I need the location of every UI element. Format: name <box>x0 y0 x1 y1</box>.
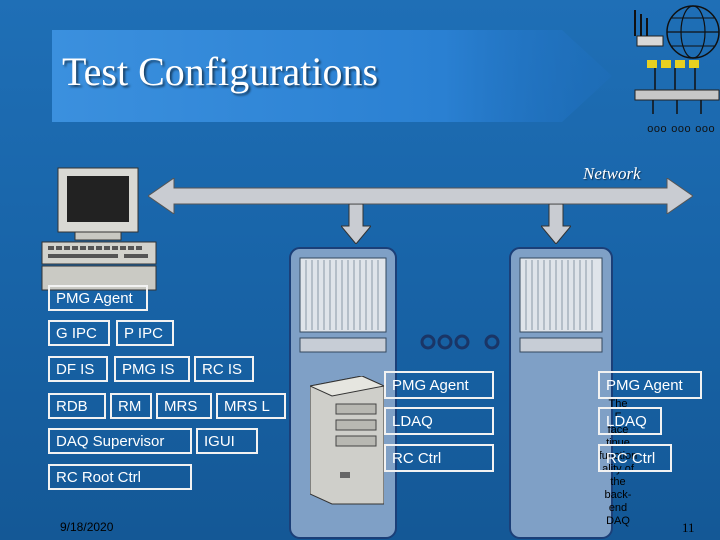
title-banner <box>52 30 612 122</box>
workstation-computer-icon <box>41 167 157 291</box>
df-is-box: DF IS <box>48 356 108 382</box>
slide-date: 9/18/2020 <box>60 520 114 534</box>
network-label: Network <box>583 164 641 183</box>
crate-1-ldaq-box: LDAQ <box>384 407 494 435</box>
crate-2-ldaq-box: LDAQ <box>598 407 662 435</box>
ellipsis-dots-icon <box>420 334 500 350</box>
down-arrow-crate-1 <box>341 204 371 244</box>
g-ipc-box: G IPC <box>48 320 110 346</box>
description-line: F <box>614 411 622 423</box>
network-switch-icon: ooo ooo ooo <box>634 5 720 136</box>
description-line: ality of <box>602 463 634 475</box>
slide-title: Test Configurations <box>62 49 379 94</box>
description-line: end <box>608 502 628 514</box>
description-line: tinue <box>606 437 630 449</box>
description-line: function <box>598 450 638 462</box>
crate-2-rc-ctrl-box: RC Ctrl <box>598 444 672 472</box>
pmg-agent-box: PMG Agent <box>48 285 148 311</box>
network-arrow <box>148 178 693 214</box>
pc-tower-icon <box>310 376 384 505</box>
rdb-box: RDB <box>48 393 106 419</box>
description-line: DAQ <box>606 515 630 527</box>
rc-is-box: RC IS <box>194 356 254 382</box>
description-line: the <box>610 476 626 488</box>
crate-1-rc-ctrl-box: RC Ctrl <box>384 444 494 472</box>
crate-2-pmg-agent-box: PMG Agent <box>598 371 702 399</box>
description-line: back- <box>604 489 632 501</box>
igui-box: IGUI <box>196 428 258 454</box>
daq-supervisor-box: DAQ Supervisor <box>48 428 192 454</box>
down-arrow-crate-2 <box>541 204 571 244</box>
vme-crate-2-icon <box>509 247 613 539</box>
crate-1-pmg-agent-box: PMG Agent <box>384 371 494 399</box>
mrs-box: MRS <box>156 393 212 419</box>
mrs-l-box: MRS L <box>216 393 286 419</box>
page-number: 11 <box>682 520 695 535</box>
svg-text:ooo: ooo <box>695 124 715 136</box>
svg-text:ooo: ooo <box>647 124 667 136</box>
svg-text:ooo: ooo <box>671 124 691 136</box>
p-ipc-box: P IPC <box>116 320 174 346</box>
pmg-is-box: PMG IS <box>114 356 190 382</box>
rc-root-ctrl-box: RC Root Ctrl <box>48 464 192 490</box>
rm-box: RM <box>110 393 152 419</box>
